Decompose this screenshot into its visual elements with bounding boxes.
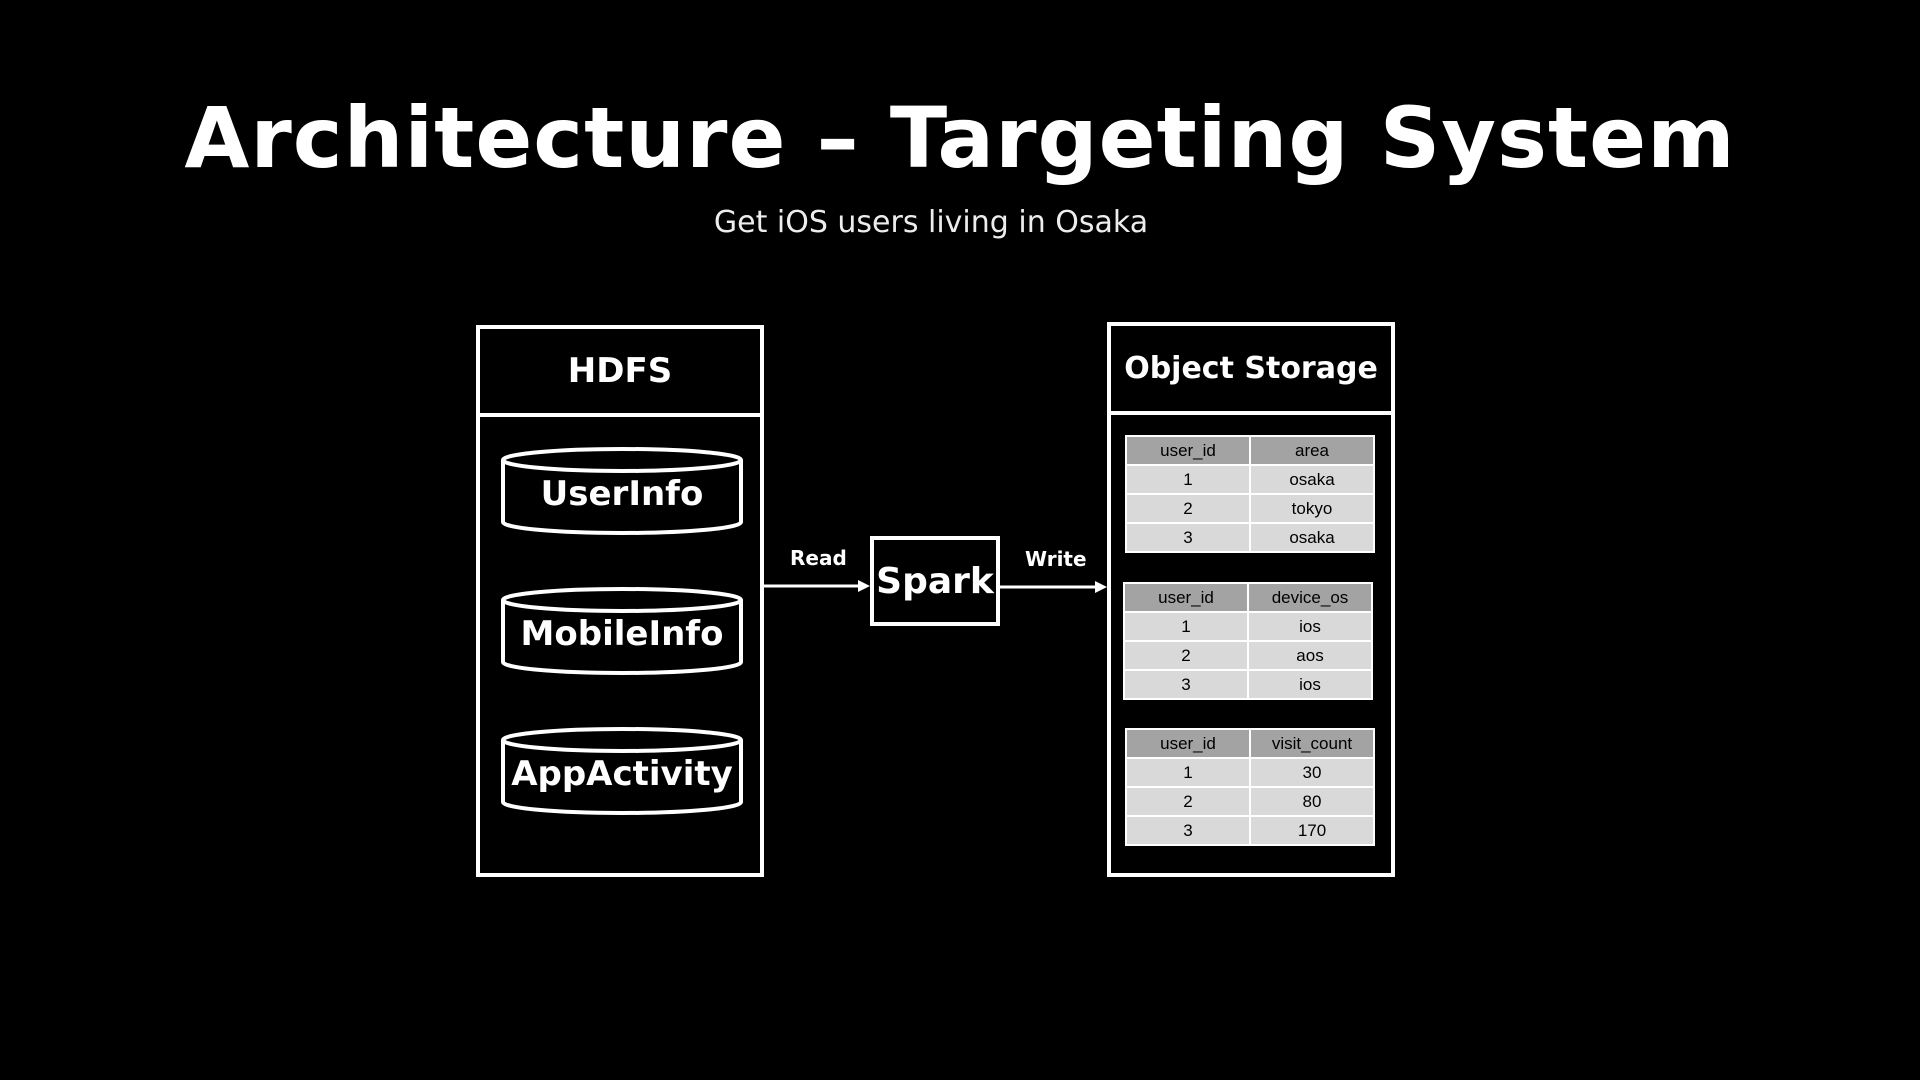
read-edge-label: Read xyxy=(790,546,847,570)
object-storage-panel: Object Storage xyxy=(1107,322,1395,877)
device-os-table: user_id device_os 1 ios 2 aos 3 ios xyxy=(1123,582,1373,700)
appactivity-datastore: AppActivity xyxy=(500,726,744,818)
table-cell: 2 xyxy=(1123,640,1249,671)
visit-count-table: user_id visit_count 1 30 2 80 3 170 xyxy=(1125,728,1375,846)
table-cell: 3 xyxy=(1125,815,1251,846)
table-cell: 1 xyxy=(1123,611,1249,642)
table-cell: tokyo xyxy=(1249,493,1375,524)
table-cell: 2 xyxy=(1125,493,1251,524)
table-row: 3 osaka xyxy=(1125,522,1375,553)
table-row: 1 ios xyxy=(1123,611,1373,642)
page-title: Architecture – Targeting System xyxy=(184,89,1736,187)
table-cell: 2 xyxy=(1125,786,1251,817)
table-cell: 170 xyxy=(1249,815,1375,846)
table-cell: osaka xyxy=(1249,522,1375,553)
userinfo-datastore: UserInfo xyxy=(500,446,744,538)
table-header-row: user_id area xyxy=(1125,435,1375,466)
write-arrow-icon xyxy=(1000,581,1107,593)
table-row: 1 osaka xyxy=(1125,464,1375,495)
read-arrow-icon xyxy=(764,580,870,592)
column-header: user_id xyxy=(1123,582,1249,613)
mobileinfo-datastore: MobileInfo xyxy=(500,586,744,678)
table-cell: ios xyxy=(1247,669,1373,700)
cylinder-icon xyxy=(501,587,743,675)
write-edge-label: Write xyxy=(1025,547,1087,571)
table-cell: osaka xyxy=(1249,464,1375,495)
table-cell: aos xyxy=(1247,640,1373,671)
spark-node: Spark xyxy=(870,536,1000,626)
column-header: user_id xyxy=(1125,728,1251,759)
page-subtitle: Get iOS users living in Osaka xyxy=(713,205,1149,240)
table-cell: 1 xyxy=(1125,464,1251,495)
column-header: user_id xyxy=(1125,435,1251,466)
table-header-row: user_id device_os xyxy=(1123,582,1373,613)
area-table: user_id area 1 osaka 2 tokyo 3 osaka xyxy=(1125,435,1375,553)
table-cell: 80 xyxy=(1249,786,1375,817)
object-storage-title: Object Storage xyxy=(1111,326,1391,415)
mobileinfo-label: MobileInfo xyxy=(520,614,724,654)
hdfs-panel-title: HDFS xyxy=(480,329,760,417)
table-header-row: user_id visit_count xyxy=(1125,728,1375,759)
column-header: visit_count xyxy=(1249,728,1375,759)
table-row: 1 30 xyxy=(1125,757,1375,788)
table-row: 3 ios xyxy=(1123,669,1373,700)
table-cell: 3 xyxy=(1123,669,1249,700)
appactivity-label: AppActivity xyxy=(511,754,733,794)
table-row: 2 tokyo xyxy=(1125,493,1375,524)
userinfo-label: UserInfo xyxy=(540,474,704,514)
table-row: 3 170 xyxy=(1125,815,1375,846)
table-cell: 30 xyxy=(1249,757,1375,788)
table-row: 2 80 xyxy=(1125,786,1375,817)
column-header: device_os xyxy=(1247,582,1373,613)
hdfs-panel: HDFS UserInfo MobileInfo AppActivity xyxy=(476,325,764,877)
cylinder-icon xyxy=(501,447,743,535)
table-row: 2 aos xyxy=(1123,640,1373,671)
table-cell: 1 xyxy=(1125,757,1251,788)
table-cell: 3 xyxy=(1125,522,1251,553)
table-cell: ios xyxy=(1247,611,1373,642)
column-header: area xyxy=(1249,435,1375,466)
cylinder-icon xyxy=(501,727,743,815)
